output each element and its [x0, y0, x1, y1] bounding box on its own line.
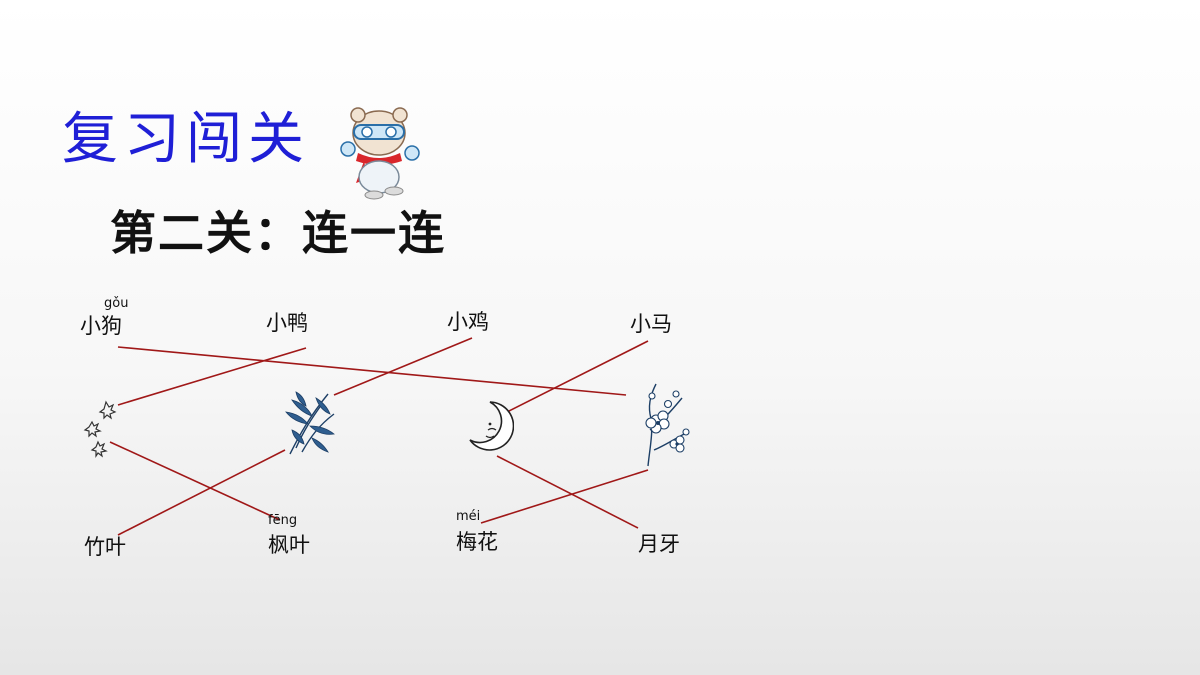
word-xiaoya[interactable]: 小鸭 [266, 311, 308, 335]
line-duck-maple [117, 347, 307, 406]
line-plum-meihua [480, 469, 649, 524]
line-chick-bamboo [333, 337, 473, 396]
word-xiaoji[interactable]: 小鸡 [447, 310, 489, 334]
line-moon-yueya [496, 455, 639, 529]
pinyin-mei: méi [456, 509, 481, 524]
page-title: 复习闯关 [62, 107, 310, 172]
maple-leaf-footprints-picture[interactable] [80, 396, 120, 460]
pinyin-feng: fēng [268, 513, 298, 528]
word-xiaoma[interactable]: 小马 [630, 312, 672, 336]
word-fengye[interactable]: 枫叶 [268, 533, 310, 557]
line-horse-moon [504, 340, 649, 414]
bamboo-leaves-picture[interactable] [282, 390, 338, 456]
word-yueya[interactable]: 月牙 [638, 532, 680, 556]
word-xiaogou[interactable]: 小狗 [80, 314, 122, 338]
line-dog-plum [117, 346, 627, 396]
word-meihua[interactable]: 梅花 [456, 530, 498, 554]
line-bamboo-zhuye [117, 449, 286, 536]
pinyin-gou: gǒu [104, 296, 129, 311]
plum-blossom-picture[interactable] [636, 380, 692, 468]
mascot-icon [340, 107, 420, 200]
crescent-moon-picture[interactable] [466, 400, 514, 452]
level-subtitle: 第二关：连一连 [110, 206, 446, 260]
word-zhuye[interactable]: 竹叶 [84, 535, 126, 559]
line-maple-fengye [109, 441, 281, 521]
